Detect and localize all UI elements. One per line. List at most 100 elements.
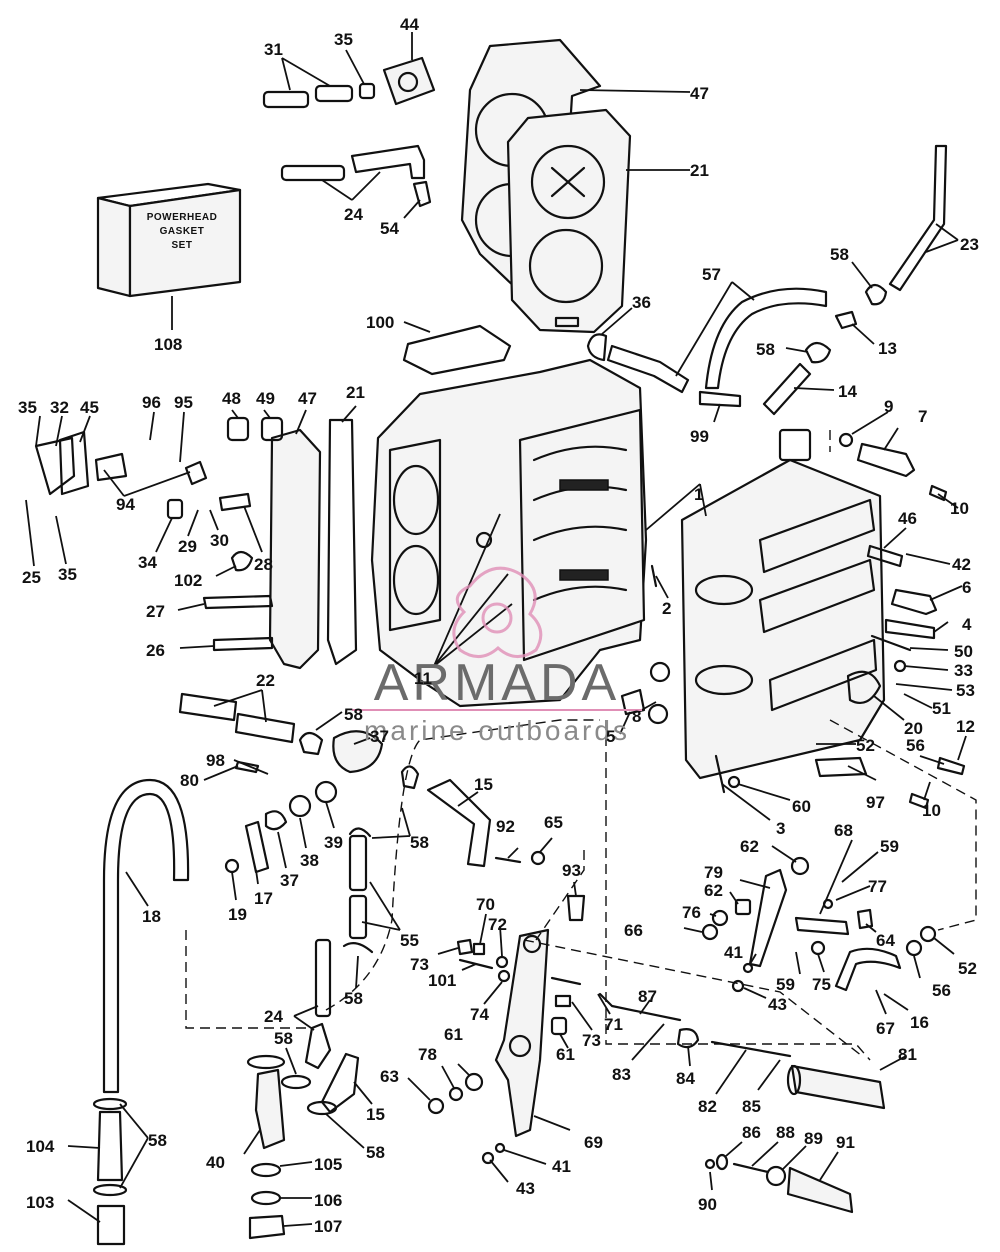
callout-25: 25	[22, 568, 41, 587]
callout-98: 98	[206, 751, 225, 770]
callout-68: 68	[834, 821, 853, 840]
hose-36	[606, 344, 690, 394]
hose-24-lower	[314, 938, 332, 1018]
fitting-60	[727, 775, 741, 789]
callout-23: 23	[960, 235, 979, 254]
washer-8b	[647, 703, 669, 725]
fitting-20	[846, 670, 882, 704]
clamp-58-hose55	[348, 827, 372, 838]
tee-13	[834, 310, 858, 330]
callout-81: 81	[898, 1045, 917, 1064]
watermark-logo	[452, 566, 543, 658]
callout-27: 27	[146, 602, 165, 621]
nut-84	[676, 1028, 700, 1049]
callout-35-left: 35	[18, 398, 37, 417]
screw-17	[244, 820, 270, 874]
callout-34: 34	[138, 553, 157, 572]
callout-70: 70	[476, 895, 495, 914]
clamp-58-22	[298, 731, 324, 756]
callout-60: 60	[792, 797, 811, 816]
cover-32	[34, 436, 76, 496]
callout-36: 36	[632, 293, 651, 312]
callout-54: 54	[380, 219, 399, 238]
callout-21-left: 21	[346, 383, 365, 402]
callout-82: 82	[698, 1097, 717, 1116]
callout-12: 12	[956, 717, 975, 736]
callout-24-top: 24	[344, 205, 363, 224]
callout-85: 85	[742, 1097, 761, 1116]
callout-47-top: 47	[690, 84, 709, 103]
fitting-37-top	[332, 730, 384, 774]
callout-107: 107	[314, 1217, 342, 1236]
callout-22: 22	[256, 671, 275, 690]
callout-4: 4	[962, 615, 972, 634]
watermark-brand: ARMADA	[374, 654, 620, 712]
callout-10-top: 10	[950, 499, 969, 518]
callout-47-left: 47	[298, 389, 317, 408]
callout-61-right: 61	[556, 1045, 575, 1064]
hose-23	[888, 144, 948, 292]
clamp-102	[230, 550, 254, 572]
gasket-set-box: POWERHEAD GASKET SET	[96, 182, 242, 298]
grip-91	[786, 1166, 854, 1214]
crankcase-half-1	[680, 458, 886, 780]
callout-29: 29	[178, 537, 197, 556]
clamp-58-lower	[342, 941, 374, 954]
callout-69: 69	[584, 1133, 603, 1152]
rod-67	[834, 947, 902, 992]
callout-103: 103	[26, 1193, 54, 1212]
callout-62-mid: 62	[704, 881, 723, 900]
callout-numbers: 1 2 3 4 5 6 7 8 9 10 10 11 12 13 14 15 1…	[18, 15, 979, 1236]
hose-22a	[178, 692, 238, 722]
hose-55a	[348, 834, 368, 892]
seal-38	[288, 794, 312, 818]
screw-73	[550, 976, 582, 986]
washer-41	[742, 962, 754, 974]
link-68	[794, 916, 850, 936]
callout-63: 63	[380, 1067, 399, 1086]
callout-19: 19	[228, 905, 247, 924]
callout-91: 91	[836, 1133, 855, 1152]
callout-49: 49	[256, 389, 275, 408]
callout-26: 26	[146, 641, 165, 660]
callout-73-left: 73	[410, 955, 429, 974]
rod-83	[598, 992, 682, 1022]
callout-58-g: 58	[366, 1143, 385, 1162]
callout-56-bottom: 56	[932, 981, 951, 1000]
callout-41-bottom: 41	[552, 1157, 571, 1176]
callout-16: 16	[910, 1013, 929, 1032]
callout-21-top: 21	[690, 161, 709, 180]
callout-83: 83	[612, 1065, 631, 1084]
plug-34	[166, 498, 184, 520]
callout-43-right: 43	[768, 995, 787, 1014]
washer-86	[715, 1153, 729, 1171]
valve-12	[936, 756, 966, 776]
callout-10-bottom: 10	[922, 801, 941, 820]
callout-53: 53	[956, 681, 975, 700]
clamp-58-c	[306, 1100, 338, 1116]
washer-72	[495, 955, 509, 969]
callout-92: 92	[496, 817, 515, 836]
hose-15-upper	[426, 778, 492, 868]
hose-31a	[262, 90, 310, 109]
nut-43-bottom	[481, 1151, 495, 1165]
callout-94: 94	[116, 495, 135, 514]
washer-105	[250, 1162, 282, 1178]
fitting-40	[254, 1068, 286, 1150]
tee-99	[698, 390, 742, 408]
hose-15-lower	[320, 1052, 360, 1114]
hose-24a	[280, 164, 346, 182]
callout-38: 38	[300, 851, 319, 870]
callout-87: 87	[638, 987, 657, 1006]
sleeve-103	[96, 1204, 126, 1246]
callout-2: 2	[662, 599, 671, 618]
callout-45: 45	[80, 398, 99, 417]
callout-58-a: 58	[830, 245, 849, 264]
callout-37-top: 37	[370, 727, 389, 746]
fitting-33	[893, 659, 907, 673]
callout-57: 57	[702, 265, 721, 284]
callout-7: 7	[918, 407, 927, 426]
nut-63	[427, 1097, 445, 1115]
washer-19	[224, 858, 240, 874]
nut-107	[248, 1214, 286, 1240]
